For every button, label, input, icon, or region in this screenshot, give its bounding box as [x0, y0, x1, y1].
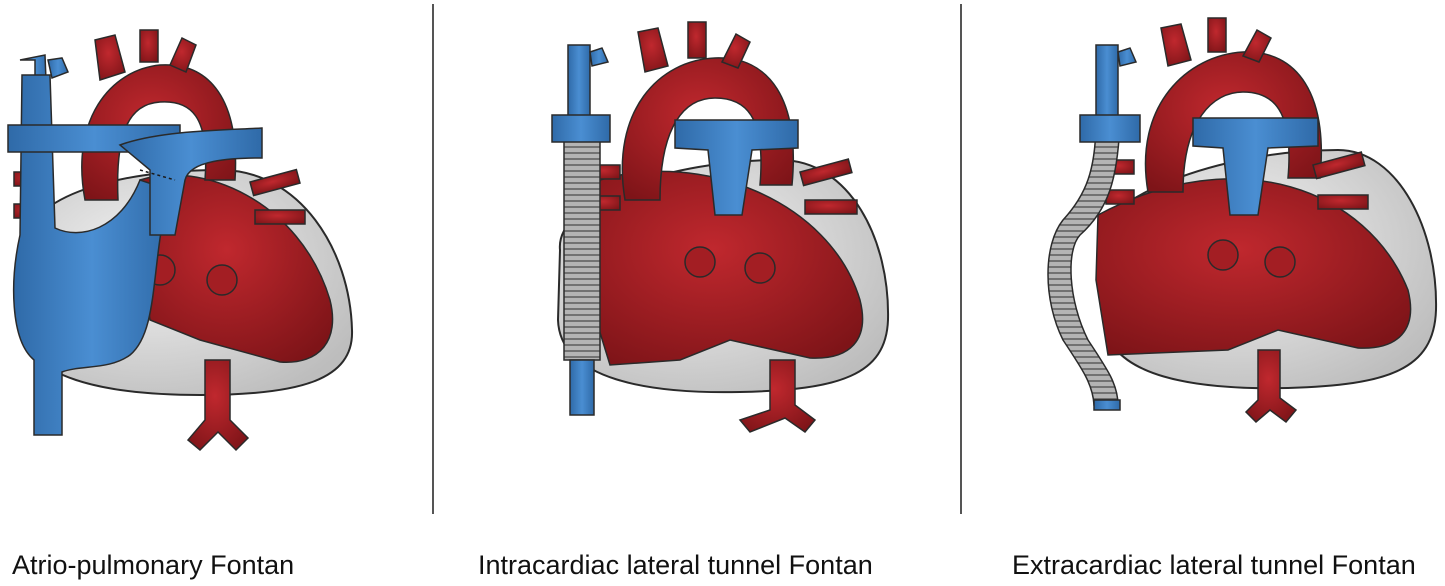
extracardiac-heart-illustration — [1047, 17, 1438, 424]
caption-atrio-pulmonary: Atrio-pulmonary Fontan — [12, 550, 295, 580]
intracardiac-heart-illustration — [551, 21, 890, 434]
panel-extracardiac: Extracardiac lateral tunnel Fontan — [968, 0, 1445, 580]
panel-atrio-pulmonary: Atrio-pulmonary Fontan — [0, 0, 430, 580]
panel-divider — [960, 4, 962, 514]
caption-extracardiac: Extracardiac lateral tunnel Fontan — [1012, 550, 1416, 580]
caption-intracardiac: Intracardiac lateral tunnel Fontan — [478, 550, 873, 580]
panel-intracardiac: Intracardiac lateral tunnel Fontan — [440, 0, 960, 580]
atrio-pulmonary-heart-illustration — [7, 29, 354, 452]
panel-divider — [432, 4, 434, 514]
